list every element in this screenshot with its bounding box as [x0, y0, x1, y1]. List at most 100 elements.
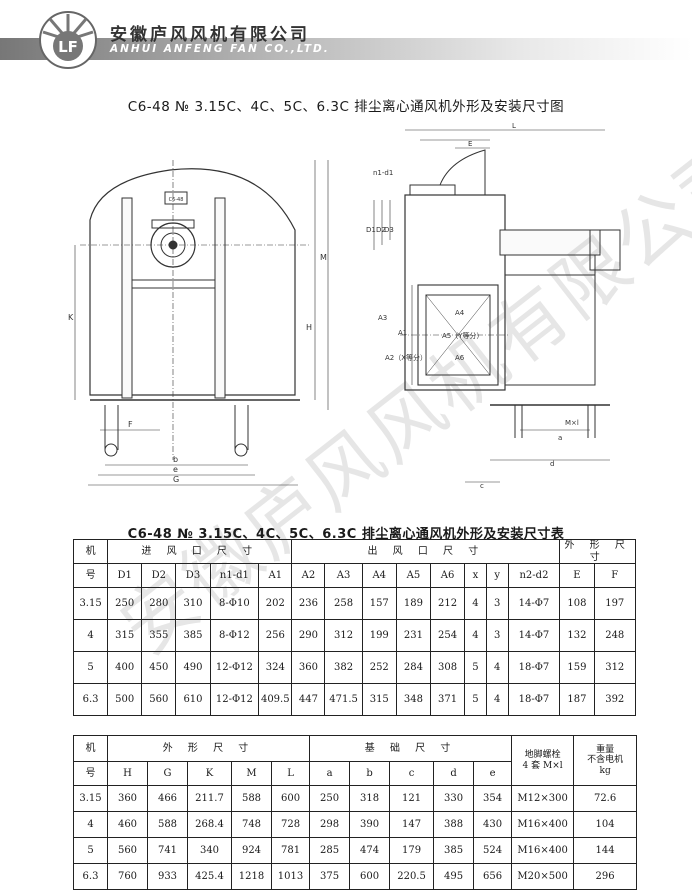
table-cell: 132 [559, 619, 595, 652]
table-cell: 748 [231, 811, 272, 838]
table-cell: 285 [309, 837, 351, 864]
col-header: A4 [361, 563, 397, 588]
table-cell: 450 [141, 651, 177, 684]
header-anchor-bolt: 地脚螺栓 4 套 M×l [511, 735, 575, 786]
table-cell: 236 [291, 587, 326, 620]
table-cell: 474 [349, 837, 391, 864]
svg-text:H: H [306, 323, 312, 332]
table-cell: 471.5 [324, 683, 363, 716]
col-header: b [349, 761, 391, 786]
side-view: L E n1-d1 D1 D2 D3 A1 A2（X等分） A3 A4 A5（Y… [366, 122, 621, 490]
table-cell: 728 [270, 811, 311, 838]
table-cell: 108 [559, 587, 595, 620]
table-cell: 4 [485, 651, 509, 684]
table-cell: 3 [485, 587, 509, 620]
table-cell: 8-Φ12 [209, 619, 260, 652]
svg-text:M: M [320, 253, 327, 262]
table-cell: 290 [291, 619, 326, 652]
table-cell: 250 [309, 785, 351, 812]
col-header: F [593, 563, 637, 588]
col-header: A5 [395, 563, 431, 588]
table-cell: 430 [473, 811, 513, 838]
table-cell: 385 [175, 619, 211, 652]
svg-text:E: E [468, 140, 472, 148]
col-header: e [473, 761, 513, 786]
fan-outline-drawing: C6-48 K H M F b e G [68, 122, 621, 490]
col-header: n1-d1 [209, 563, 260, 588]
table-cell: 268.4 [187, 811, 232, 838]
table-cell: 252 [361, 651, 397, 684]
svg-text:F: F [128, 420, 133, 429]
model-number-cell: 5 [73, 837, 108, 864]
svg-text:K: K [68, 313, 74, 322]
table-cell: 385 [433, 837, 475, 864]
col-header: a [309, 761, 351, 786]
model-number-cell: 4 [72, 619, 109, 652]
table-cell: 600 [270, 785, 311, 812]
table-cell: 4 [485, 683, 509, 716]
table-cell: 588 [231, 785, 272, 812]
svg-text:L: L [512, 122, 516, 130]
table-cell: 310 [175, 587, 211, 620]
table-cell: 656 [473, 863, 513, 890]
col-header: L [270, 761, 311, 786]
svg-text:A5（Y等分）: A5（Y等分） [442, 331, 484, 340]
table-cell: 760 [107, 863, 148, 890]
table-cell: 375 [309, 863, 351, 890]
col-header: K [187, 761, 232, 786]
table-cell: 560 [141, 683, 177, 716]
table-cell: 318 [349, 785, 391, 812]
header-no: 机 [73, 735, 108, 762]
company-name-en: ANHUI ANFENG FAN CO.,LTD. [110, 43, 330, 55]
model-number-cell: 6.3 [72, 683, 109, 716]
model-number-cell: 6.3 [73, 863, 108, 890]
table-cell: 390 [349, 811, 391, 838]
table-cell: 312 [593, 651, 637, 684]
header-no2: 号 [73, 761, 108, 786]
col-header: y [485, 563, 509, 588]
table-cell: 388 [433, 811, 475, 838]
header-outline: 外 形 尺 寸 [106, 735, 311, 762]
col-header: n2-d2 [507, 563, 561, 588]
table-cell: 179 [389, 837, 435, 864]
table-cell: 360 [107, 785, 148, 812]
table-cell: 296 [573, 863, 638, 890]
col-header: D3 [175, 563, 211, 588]
table-cell: 355 [141, 619, 177, 652]
company-header: LF 安徽庐风风机有限公司 ANHUI ANFENG FAN CO.,LTD. [0, 0, 692, 70]
model-number-cell: 3.15 [73, 785, 108, 812]
table-cell: 1218 [231, 863, 272, 890]
header-outline: 外 形 尺 寸 [559, 539, 636, 564]
col-header: d [433, 761, 475, 786]
table-cell: 3 [485, 619, 509, 652]
table-cell: 466 [147, 785, 188, 812]
table-cell: 588 [147, 811, 188, 838]
col-header: A3 [324, 563, 363, 588]
table-cell: 315 [361, 683, 397, 716]
table-cell: 447 [291, 683, 326, 716]
table-cell: 382 [324, 651, 363, 684]
table-cell: 18-Φ7 [507, 683, 561, 716]
table-cell: 159 [559, 651, 595, 684]
table-cell: 4 [464, 619, 487, 652]
table-cell: 348 [395, 683, 431, 716]
svg-text:A1: A1 [398, 329, 407, 337]
table-cell: 425.4 [187, 863, 232, 890]
table-cell: 144 [573, 837, 638, 864]
table-cell: 1013 [270, 863, 311, 890]
table-cell: 211.7 [187, 785, 232, 812]
inlet-outlet-dimensions-table: 机 进 风 口 尺 寸 出 风 口 尺 寸 外 形 尺 寸 号 D1 D2 D3… [72, 539, 637, 716]
svg-text:e: e [173, 465, 178, 474]
front-view: C6-48 K H M F b e G [68, 160, 329, 486]
table-cell: M12×300 [511, 785, 575, 812]
svg-text:d: d [550, 460, 554, 468]
table-cell: 220.5 [389, 863, 435, 890]
svg-text:LF: LF [58, 38, 78, 56]
table-cell: 610 [175, 683, 211, 716]
svg-text:D2: D2 [376, 226, 386, 234]
